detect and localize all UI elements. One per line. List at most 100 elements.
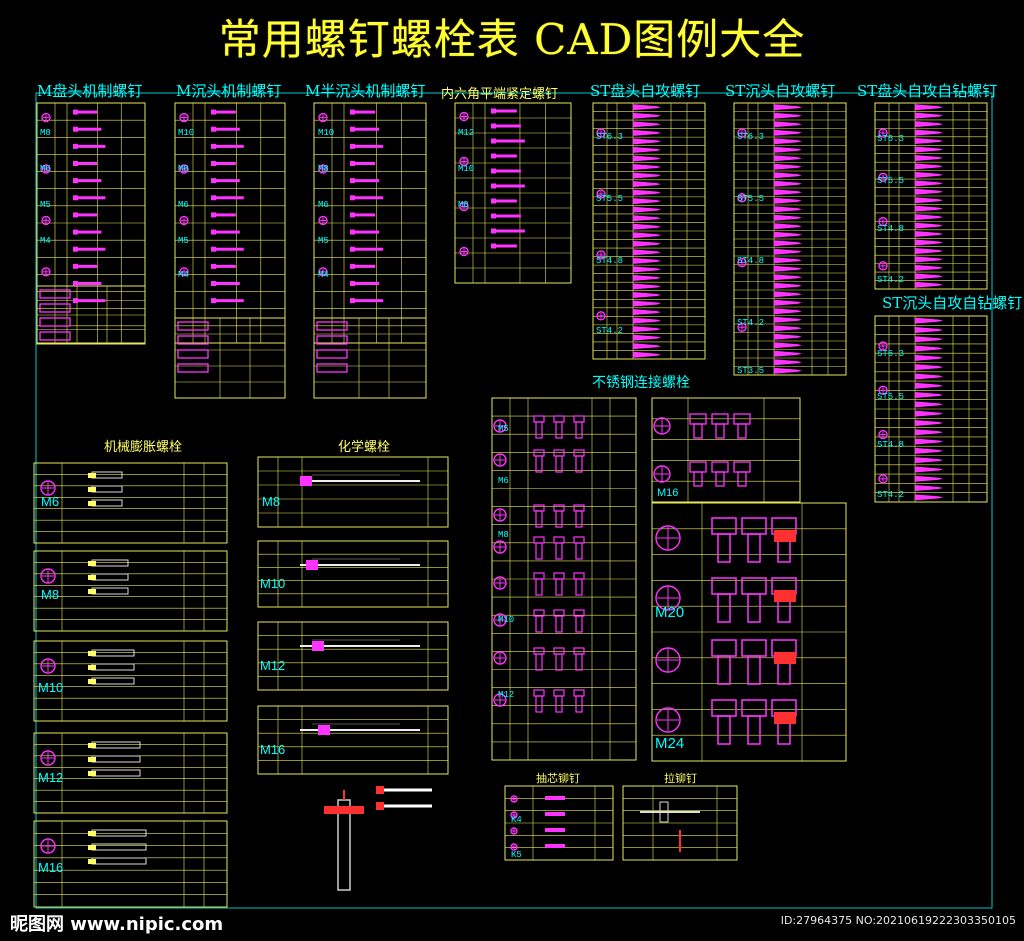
screw-head-top-view [510, 795, 518, 803]
screw-head-top-view [459, 201, 469, 212]
tapping-screw [633, 198, 661, 205]
screw-head [350, 195, 355, 201]
screw-head [350, 143, 355, 149]
bolt-head [573, 415, 585, 423]
washer-drawing [39, 331, 71, 341]
tapping-screw [633, 155, 661, 162]
spec-table [33, 732, 228, 814]
bolt-shank [535, 615, 543, 633]
screw-head [350, 229, 355, 235]
tapping-screw [633, 164, 661, 170]
screw-shank [355, 110, 376, 114]
anchor-sleeve [91, 587, 129, 595]
screw-shank [355, 213, 376, 217]
screw-shank [216, 247, 244, 251]
screw-head [350, 126, 355, 132]
screw-shank [216, 110, 236, 114]
anchor-sleeve [91, 755, 141, 763]
red-nut [774, 530, 796, 542]
screw-head-top-view [493, 540, 507, 554]
tapping-screw [915, 364, 943, 371]
washer-drawing [177, 349, 209, 359]
screw-shank [496, 139, 525, 143]
size-label: ST4.2 [877, 275, 905, 285]
screw-shank [496, 109, 517, 113]
screw-shank [496, 199, 517, 203]
bolt-shank [555, 653, 563, 671]
tapping-screw [774, 325, 802, 332]
tapping-screw [774, 155, 802, 162]
screw-shank [496, 169, 521, 173]
anchor-nut [88, 501, 96, 506]
tapping-screw [774, 129, 802, 136]
tapping-screw [774, 291, 802, 298]
screw-shank [216, 230, 240, 234]
screw-head [211, 263, 216, 269]
bolt-head [711, 461, 729, 473]
screw-shank [78, 162, 98, 165]
bolt-shank [555, 542, 563, 560]
screw-head-top-view [737, 322, 747, 332]
bolt-head [573, 504, 585, 512]
tapping-screw [915, 354, 943, 361]
screw-head-top-view [596, 128, 606, 138]
screw-shank [355, 144, 384, 148]
bolt-head [553, 647, 565, 655]
anchor-nut [88, 487, 96, 492]
screw-head-top-view [459, 156, 469, 167]
screw-head [350, 109, 355, 115]
bolt-shank [747, 533, 761, 563]
anchor-nut [88, 771, 96, 776]
screw-head [350, 263, 355, 269]
screw-head-top-view [878, 128, 888, 138]
screw-head-top-view [655, 525, 681, 551]
anchor-sleeve [91, 769, 141, 777]
screw-head-top-view [878, 216, 888, 227]
tapping-screw [633, 104, 661, 111]
screw-head-top-view [655, 585, 681, 611]
tapping-screw [633, 146, 661, 153]
screw-head-top-view [41, 164, 51, 174]
chem-anchor-nut [300, 476, 312, 486]
anchor-nut [88, 575, 96, 580]
anchor-nut [88, 561, 96, 566]
spec-table [313, 317, 427, 399]
bolt-shank [747, 715, 761, 745]
size-label: M8 [498, 530, 509, 540]
screw-shank [216, 196, 244, 200]
bolt-shank [555, 578, 563, 596]
spec-table [651, 397, 801, 503]
screw-shank [78, 144, 106, 148]
screw-head [491, 123, 496, 129]
size-label: M16 [38, 860, 64, 875]
tapping-screw [774, 231, 802, 238]
screw-shank [216, 282, 240, 285]
size-label: ST6.3 [877, 134, 905, 144]
fastener-drawings [39, 104, 943, 891]
spec-table [33, 462, 228, 544]
screw-head [73, 178, 78, 184]
tapping-screw [774, 163, 802, 170]
tapping-screw [915, 401, 943, 408]
anchor-sleeve [91, 741, 141, 749]
screw-head-top-view [596, 189, 606, 199]
tapping-screw [915, 317, 943, 324]
page-title: 常用螺钉螺栓表 CAD图例大全 [218, 15, 806, 64]
watermark-logo: 昵图网 www.nipic.com [10, 914, 224, 935]
spec-table [257, 621, 449, 691]
anchor-sleeve [91, 559, 129, 567]
section-chem-anchor: 化学螺栓 [338, 440, 391, 455]
tapping-screw [774, 248, 802, 255]
size-label: M5 [318, 236, 329, 246]
screw-shank [496, 154, 517, 158]
washer-drawing [316, 321, 348, 331]
tapping-screw [915, 154, 943, 161]
screw-head [73, 143, 78, 149]
screw-head [73, 298, 78, 304]
screw-head [73, 246, 78, 252]
anchor-nut [88, 859, 96, 864]
screw-head-top-view [878, 172, 888, 182]
tapping-screw [915, 410, 943, 417]
screw-head-top-view [318, 267, 328, 277]
